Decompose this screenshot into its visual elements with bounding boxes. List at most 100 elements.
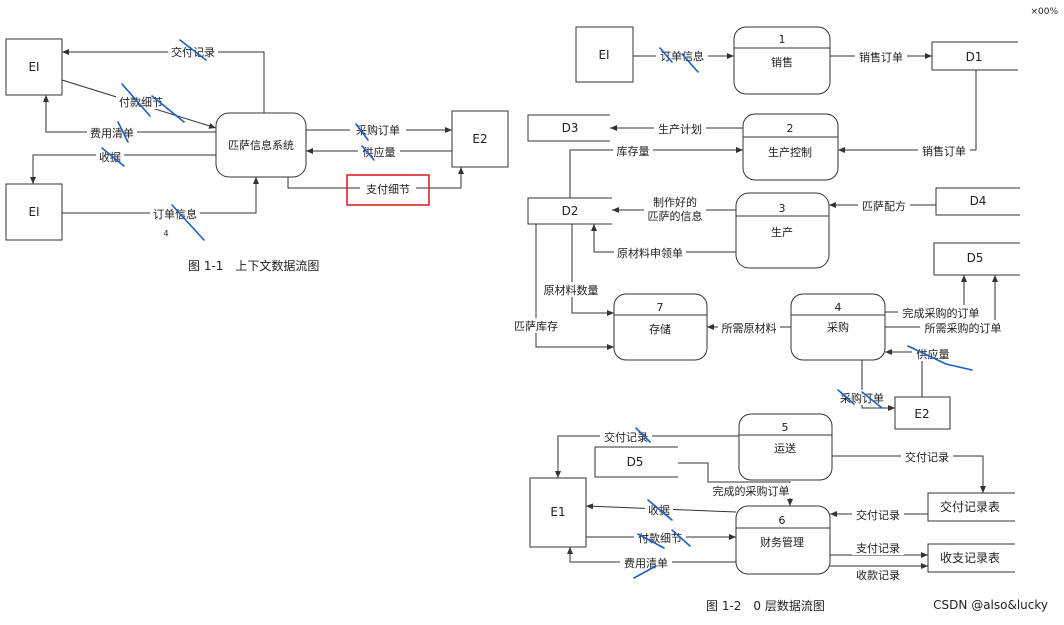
process-2-num: 2 bbox=[787, 122, 794, 135]
store-income-expense-table-label: 收支记录表 bbox=[940, 551, 1000, 565]
fig2-flow-made-pizza-line2: 匹萨的信息 bbox=[648, 209, 703, 223]
flow-pay-detail-label: 支付细节 bbox=[366, 183, 410, 196]
process-7-num: 7 bbox=[657, 301, 664, 314]
fig2-flow-production-plan-label: 生产计划 bbox=[658, 122, 702, 136]
process-3-num: 3 bbox=[779, 202, 786, 215]
process-5 bbox=[738, 413, 833, 481]
entity-e1-top-label: EI bbox=[28, 60, 39, 74]
fig2-flow-inventory bbox=[569, 147, 743, 198]
fig2-flow-inventory-label: 库存量 bbox=[617, 144, 650, 158]
process-7-name: 存储 bbox=[649, 322, 671, 336]
fig2-flow-delivery-to-e1-label: 交付记录 bbox=[604, 430, 648, 444]
annotation-stroke bbox=[633, 565, 657, 579]
annotation-stroke bbox=[659, 47, 699, 73]
store-d2-label: D2 bbox=[562, 204, 579, 218]
process-6-num: 6 bbox=[779, 514, 786, 527]
fig2-flow-expense-list bbox=[567, 547, 736, 563]
fig2-flow-sales-order-2 bbox=[838, 70, 977, 153]
flow-order-info bbox=[62, 177, 259, 214]
store-d3 bbox=[527, 114, 610, 142]
fig2-flow-delivery-to-table bbox=[832, 455, 986, 493]
annotation-stroke bbox=[361, 145, 375, 161]
process-5-num: 5 bbox=[782, 421, 789, 434]
store-delivery-table-label: 交付记录表 bbox=[940, 499, 1000, 514]
entity-e1-bottom-label: EI bbox=[28, 205, 39, 219]
flow-order-info-label: 订单信息 bbox=[153, 207, 197, 221]
fig2-flow-supply-label: 供应量 bbox=[917, 347, 950, 361]
fig2-flow-delivery-to-6-label: 交付记录 bbox=[856, 508, 900, 522]
fig2-flow-pay-record-label: 支付记录 bbox=[856, 542, 900, 555]
fig2-flow-order-info-label: 订单信息 bbox=[660, 49, 704, 63]
process-1 bbox=[733, 26, 831, 95]
store-d5-top bbox=[933, 242, 1020, 276]
store-d5-bottom bbox=[594, 446, 678, 478]
figure-1-1: EI EI E2 匹萨信息系统 交付记录 付款细节 费用清单 收据 订单信息 4… bbox=[5, 38, 509, 273]
corner-mark: ×00% bbox=[1030, 7, 1058, 17]
process-1-num: 1 bbox=[779, 33, 786, 46]
fig2-entity-e2 bbox=[894, 396, 951, 430]
figure-1-2: EI 1 销售 订单信息 D1 销售订单 2 生产控制 销售订单 D3 生产计划… bbox=[510, 26, 1020, 613]
annotation-stroke bbox=[179, 39, 207, 61]
annotation-stroke bbox=[837, 389, 883, 409]
caption-fig-1-2: 图 1-2 0 层数据流图 bbox=[706, 598, 825, 613]
fig2-flow-completed-purchase-order-label: 完成的采购订单 bbox=[713, 484, 790, 498]
process-3 bbox=[735, 192, 830, 269]
fig2-entity-e1-bottom-label: E1 bbox=[550, 505, 565, 519]
fig2-flow-expense-list-label: 费用清单 bbox=[624, 557, 668, 570]
annotation-stroke bbox=[171, 204, 205, 241]
fig2-flow-pizza-stock bbox=[535, 224, 614, 350]
annotation-stroke bbox=[121, 83, 185, 123]
entity-e1-bottom bbox=[5, 183, 63, 241]
fig2-flow-delivery-to-e1 bbox=[555, 435, 739, 478]
annotation-stroke bbox=[117, 121, 129, 143]
fig2-flow-requisition-label: 原材料申领单 bbox=[617, 246, 683, 260]
fig2-flow-needed-material-label: 所需原材料 bbox=[722, 321, 777, 335]
annotation-stroke bbox=[637, 529, 691, 549]
entity-e2 bbox=[451, 110, 509, 168]
flow-delivery-record-label: 交付记录 bbox=[171, 45, 215, 59]
fig2-flow-needed-purchase-label: 所需采购的订单 bbox=[925, 321, 1002, 335]
store-d4 bbox=[935, 187, 1020, 216]
store-d5-bottom-label: D5 bbox=[627, 455, 644, 469]
caption-fig-1-1: 图 1-1 上下文数据流图 bbox=[188, 258, 319, 273]
fig2-flow-payment-detail-label: 付款细节 bbox=[638, 531, 682, 545]
fig2-flow-completed-purchase-label: 完成采购的订单 bbox=[903, 306, 980, 320]
flow-receipt bbox=[30, 154, 216, 184]
store-d1-label: D1 bbox=[966, 50, 983, 64]
process-pizza-system bbox=[215, 112, 307, 178]
process-5-name: 运送 bbox=[774, 441, 796, 455]
store-d4-label: D4 bbox=[970, 194, 987, 208]
annotation-stroke bbox=[101, 147, 125, 167]
entity-e2-label: E2 bbox=[472, 132, 487, 146]
fig2-flow-sales-order-1-label: 销售订单 bbox=[859, 50, 903, 64]
flow-expense-list-label: 费用清单 bbox=[90, 127, 134, 140]
fig2-flow-receive-record-label: 收款记录 bbox=[856, 568, 900, 582]
highlight-box bbox=[346, 174, 430, 206]
flow-payment-detail-label: 付款细节 bbox=[119, 95, 163, 109]
fig2-flow-recipe-label: 匹萨配方 bbox=[862, 199, 906, 213]
flow-purchase-order-label: 采购订单 bbox=[356, 123, 400, 137]
process-3-name: 生产 bbox=[771, 225, 793, 239]
fig2-flow-material-qty-label: 原材料数量 bbox=[544, 283, 599, 297]
annotation-stroke bbox=[355, 123, 369, 141]
watermark: CSDN @also&lucky bbox=[933, 598, 1048, 612]
fig2-entity-e1-top bbox=[575, 26, 634, 83]
fig2-flow-delivery-to-table-label: 交付记录 bbox=[905, 450, 949, 464]
store-d5-top-label: D5 bbox=[967, 251, 984, 265]
annotation-stroke bbox=[635, 427, 651, 443]
fig2-flow-made-pizza-line1: 制作好的 bbox=[653, 195, 697, 209]
fig2-flow-sales-order-2-label: 销售订单 bbox=[922, 144, 966, 158]
process-6 bbox=[735, 505, 831, 575]
fig2-entity-e1-top-label: EI bbox=[598, 48, 609, 62]
small-mark: 4 bbox=[163, 229, 168, 238]
process-1-name: 销售 bbox=[771, 55, 793, 69]
flow-expense-list bbox=[43, 95, 216, 133]
annotation-stroke bbox=[647, 499, 673, 521]
process-4-name: 采购 bbox=[827, 320, 849, 334]
store-income-expense-table bbox=[927, 543, 1015, 573]
process-2-name: 生产控制 bbox=[768, 145, 812, 159]
flow-receipt-label: 收据 bbox=[99, 150, 121, 164]
fig2-flow-purchase-order bbox=[861, 360, 895, 411]
